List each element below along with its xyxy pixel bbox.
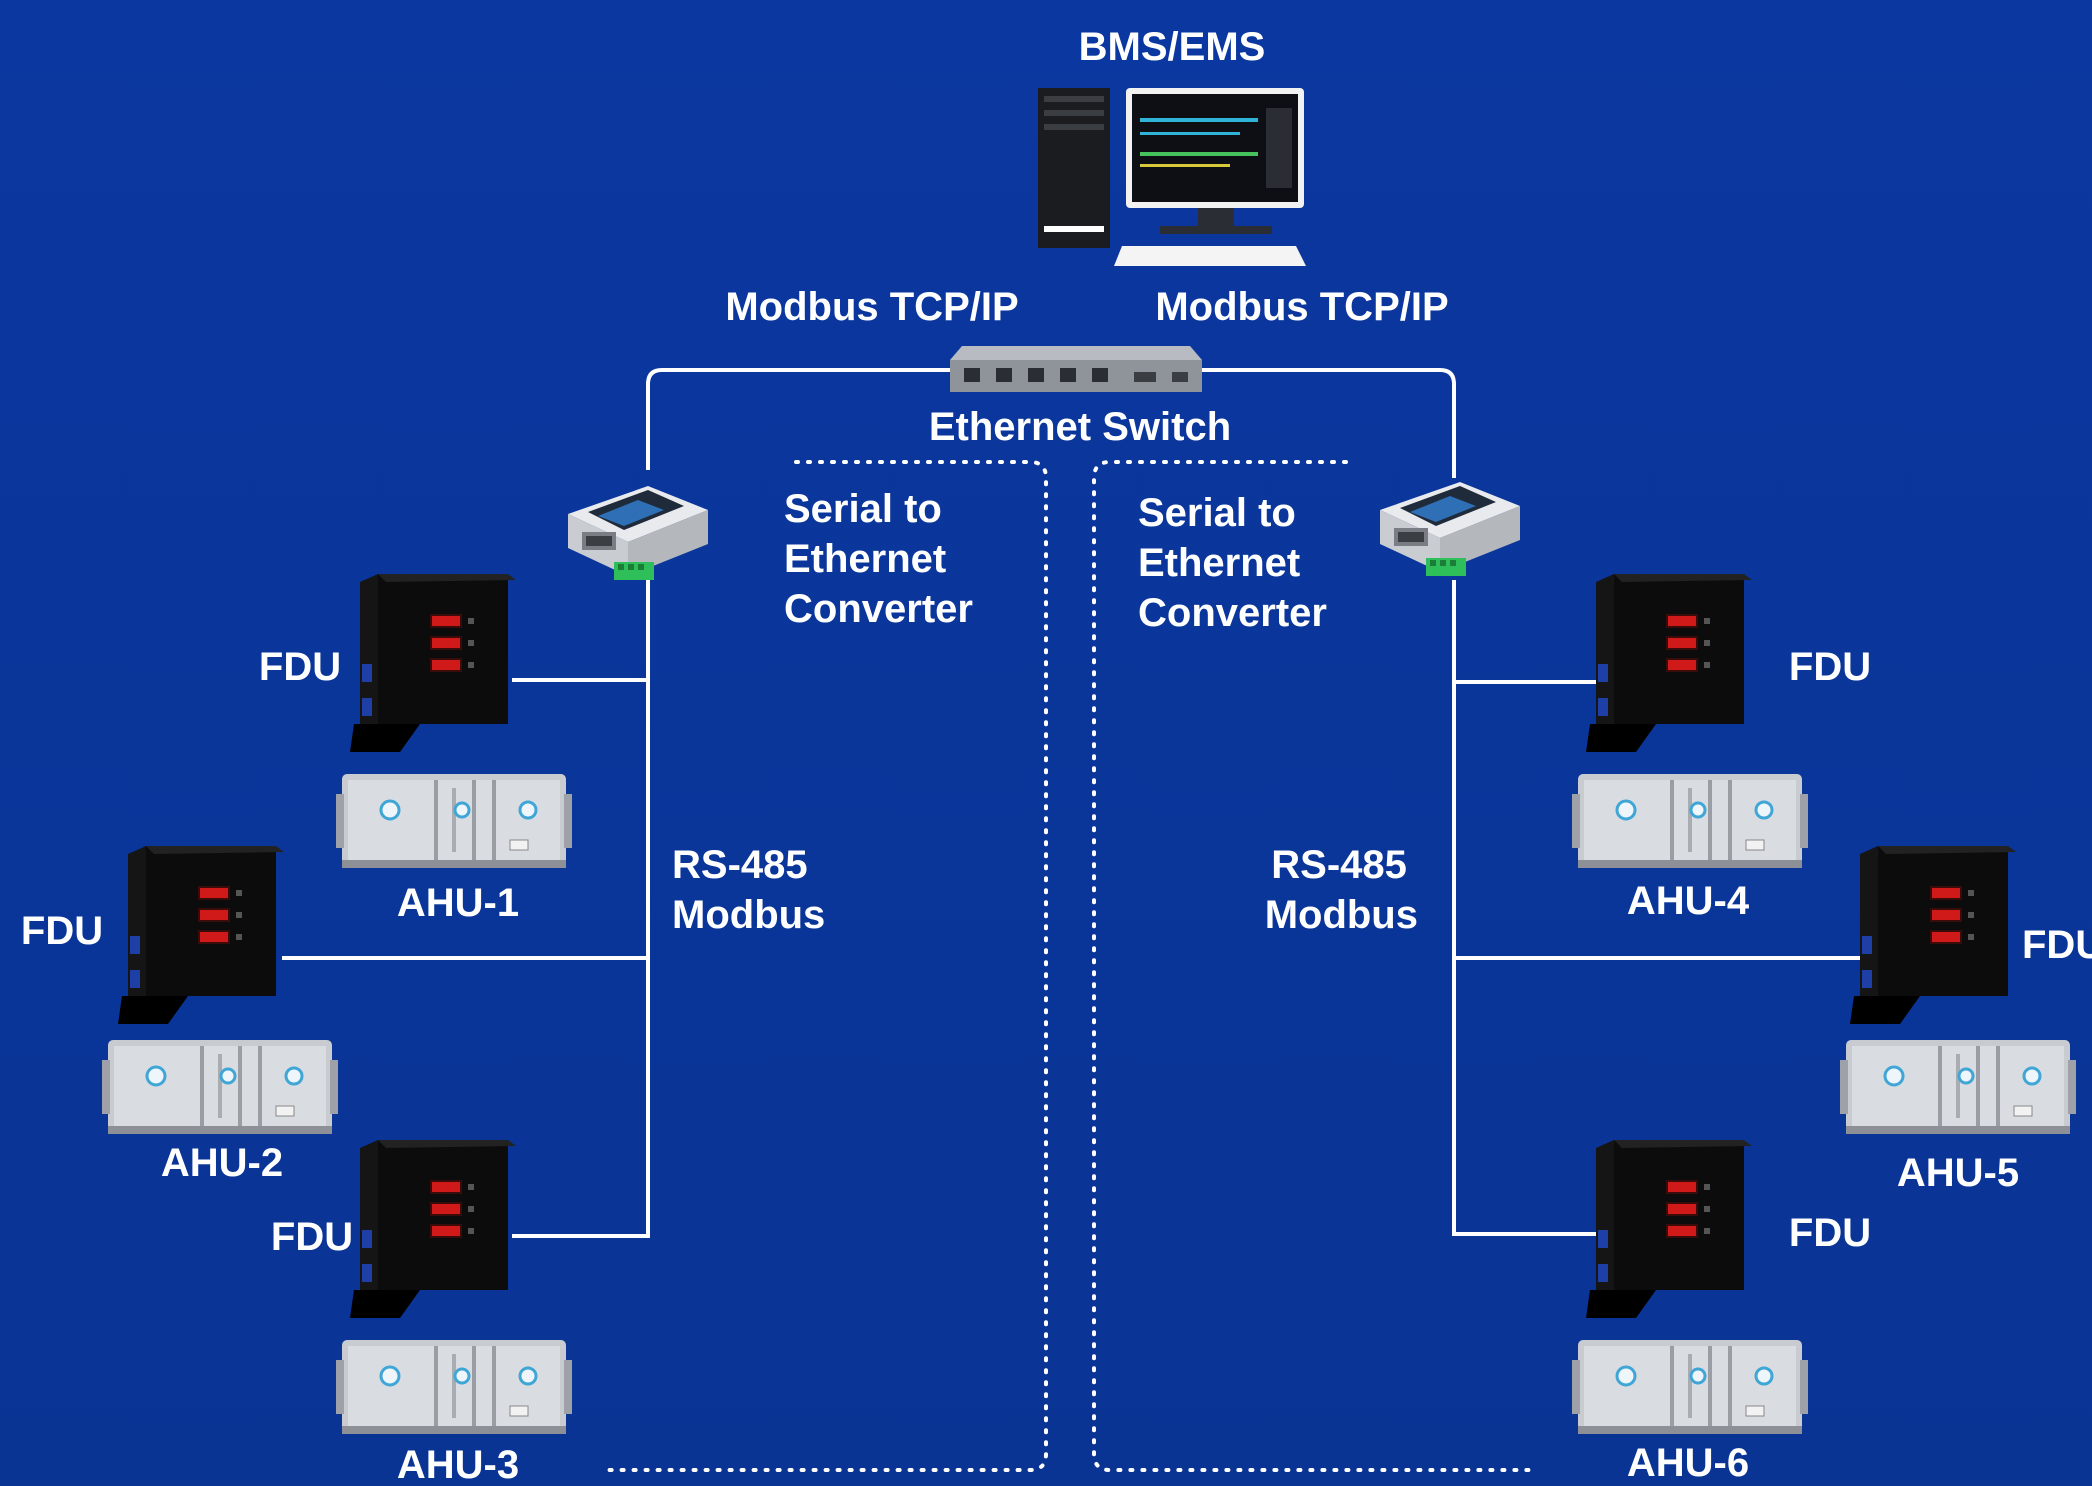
fdu-label-4: FDU: [1789, 645, 1871, 689]
rs485-bus-left: [512, 575, 650, 1238]
ahu-unit-6: [1570, 1338, 1810, 1436]
ahu-label-6: AHU-6: [1627, 1441, 1749, 1485]
group-boundaries: [606, 460, 1540, 1472]
protocol-label-right: Modbus TCP/IP: [1155, 285, 1448, 329]
left-group-boundary: [606, 460, 1048, 1472]
ahu-unit-2: [100, 1038, 340, 1136]
ahu-unit-3: [334, 1338, 574, 1436]
ahu-unit-5: [1838, 1038, 2078, 1136]
switch-label: Ethernet Switch: [929, 405, 1231, 449]
serial-ethernet-converter-left: [568, 486, 708, 580]
right-group-boundary: [1092, 460, 1540, 1472]
ahu-label-5: AHU-5: [1897, 1151, 2019, 1195]
serial-ethernet-converter-right: [1380, 482, 1520, 576]
converter-label-right: Serial to Ethernet Converter: [1138, 491, 1327, 635]
ethernet-link-right: [1200, 368, 1456, 478]
ahu-label-1: AHU-1: [397, 881, 519, 925]
ethernet-link-left: [646, 368, 955, 470]
fdu-label-2: FDU: [21, 909, 103, 953]
bus-label-left: RS-485 Modbus: [672, 843, 825, 937]
ahu-label-2: AHU-2: [161, 1141, 283, 1185]
ahu-unit-1: [334, 772, 574, 870]
fdu-label-5: FDU: [2022, 923, 2092, 967]
fdu-device-3: [350, 1140, 516, 1318]
fdu-device-6: [1586, 1140, 1752, 1318]
fdu-label-1: FDU: [259, 645, 341, 689]
ahu-label-4: AHU-4: [1627, 879, 1750, 923]
protocol-label-left: Modbus TCP/IP: [725, 285, 1018, 329]
rs485-bus-right: [1452, 580, 1596, 1236]
fdu-label-6: FDU: [1789, 1211, 1871, 1255]
fdu-device-1: [350, 574, 516, 752]
bus-label-right: RS-485 Modbus: [1265, 843, 1418, 937]
bms-ems-workstation: BMS/EMS: [1038, 25, 1306, 266]
fdu-device-5: [1850, 846, 2016, 1024]
fdu-label-3: FDU: [271, 1215, 353, 1259]
converter-label-left: Serial to Ethernet Converter: [784, 487, 973, 631]
bms-ems-label: BMS/EMS: [1079, 25, 1266, 69]
ahu-label-3: AHU-3: [397, 1443, 519, 1486]
network-lines: [282, 368, 1860, 1238]
fdu-device-2: [118, 846, 284, 1024]
ahu-unit-4: [1570, 772, 1810, 870]
ethernet-switch: [950, 346, 1202, 392]
fdu-device-4: [1586, 574, 1752, 752]
